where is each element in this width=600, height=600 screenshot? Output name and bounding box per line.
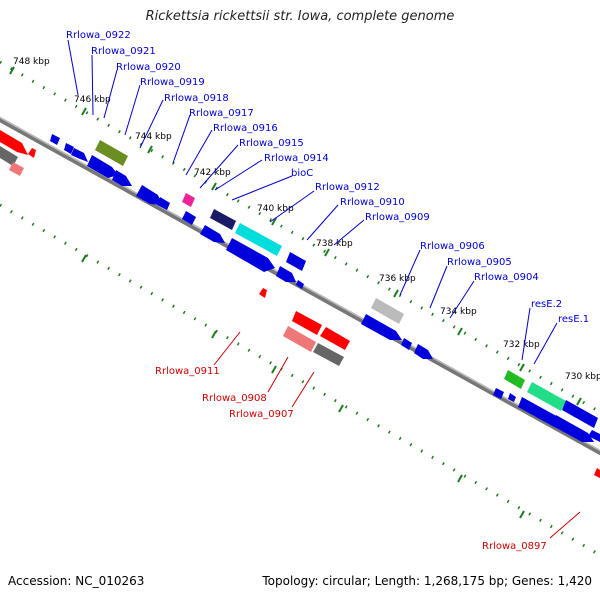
gene-rese2b[interactable]	[516, 377, 525, 389]
gene-left-pink[interactable]	[9, 162, 24, 176]
gene-rrlowa-0900[interactable]	[518, 397, 560, 428]
gene-rese1[interactable]	[527, 382, 566, 411]
kbp-label: 736 kbp	[379, 274, 416, 284]
gene-label[interactable]: Rrlowa_0904	[474, 272, 539, 283]
forward-gene-labels: Rrlowa_0922 Rrlowa_0921 Rrlowa_0920 Rrlo…	[66, 30, 589, 325]
gene-label[interactable]: bioC	[291, 168, 313, 179]
reverse-gene-labels: Rrlowa_0911 Rrlowa_0908 Rrlowa_0907 Rrlo…	[155, 366, 547, 552]
gene-rrlowa-0904[interactable]	[401, 338, 412, 350]
gene-label[interactable]: Rrlowa_0910	[340, 197, 405, 208]
gene-label[interactable]: Rrlowa_0916	[213, 123, 278, 134]
gene-rrlowa-0908[interactable]	[283, 326, 316, 352]
gene-rrlowa-0918[interactable]	[87, 155, 118, 178]
kbp-label: 732 kbp	[503, 340, 540, 350]
kbp-label: 742 kbp	[194, 168, 231, 178]
gene-rrlowa-0916[interactable]	[136, 185, 162, 205]
gene-rrlowa-0897[interactable]	[594, 468, 600, 478]
major-ticks-inner	[81, 254, 525, 519]
kbp-label: 734 kbp	[440, 307, 477, 317]
gene-rrlowa-0909[interactable]	[276, 266, 296, 282]
gene-rrlowa-0920[interactable]	[71, 148, 88, 162]
gene-label[interactable]: Rrlowa_0908	[202, 393, 267, 404]
gene-rrlowa-0904b[interactable]	[414, 344, 433, 359]
gene-label[interactable]: Rrlowa_0917	[189, 108, 254, 119]
kbp-label: 740 kbp	[257, 204, 294, 214]
gene-label[interactable]: resE.1	[558, 314, 589, 325]
gene-rrlowa-0921[interactable]	[64, 143, 74, 154]
gene-rrlowa-0898[interactable]	[551, 415, 594, 442]
gene-rrlowa-0906[interactable]	[371, 298, 404, 324]
kbp-label: 748 kbp	[13, 57, 50, 67]
forward-genes	[50, 134, 600, 442]
gene-rrlowa-0901[interactable]	[508, 393, 516, 402]
gene-label[interactable]: Rrlowa_0914	[264, 153, 329, 164]
gene-rrlowa-0922[interactable]	[50, 134, 60, 145]
reverse-genes	[0, 130, 600, 478]
page-title: Rickettsia rickettsii str. Iowa, complet…	[145, 9, 455, 24]
scale-labels: 748 kbp 746 kbp 744 kbp 742 kbp 740 kbp …	[13, 57, 600, 382]
kbp-label: 730 kbp	[565, 372, 600, 382]
gene-label[interactable]: Rrlowa_0905	[447, 257, 512, 268]
gene-rrlowa-0902[interactable]	[493, 388, 504, 399]
gene-label[interactable]: Rrlowa_0906	[420, 241, 485, 252]
gene-rese2[interactable]	[504, 370, 520, 386]
gene-left-gray[interactable]	[0, 146, 18, 166]
gene-label[interactable]: Rrlowa_0911	[155, 366, 220, 377]
gene-rrlowa-0912b[interactable]	[226, 238, 275, 272]
gene-label[interactable]: Rrlowa_0920	[116, 62, 181, 73]
reverse-label-leaders	[213, 331, 581, 539]
gene-rrlowa-0905[interactable]	[361, 314, 402, 340]
gene-label[interactable]: Rrlowa_0919	[140, 77, 205, 88]
kbp-label: 744 kbp	[135, 132, 172, 142]
gene-label[interactable]: Rrlowa_0915	[239, 138, 304, 149]
outer-scale-line	[0, 60, 600, 414]
forward-label-leaders	[67, 39, 558, 365]
gene-label[interactable]: Rrlowa_0909	[365, 212, 430, 223]
gene-rrlowa-0912a[interactable]	[200, 225, 225, 243]
gene-rrlowa-0911c[interactable]	[320, 327, 350, 350]
gene-rrlowa-0911b[interactable]	[292, 311, 322, 335]
gene-label[interactable]: Rrlowa_0921	[91, 46, 156, 57]
major-ticks-outer	[9, 66, 582, 406]
gene-label[interactable]: Rrlowa_0918	[164, 93, 229, 104]
accession-text: Accession: NC_010263	[8, 574, 145, 588]
gene-rrlowa-0915[interactable]	[157, 197, 170, 210]
gene-rrlowa-0917[interactable]	[112, 170, 132, 186]
gene-rrlowa-0907[interactable]	[313, 343, 344, 366]
gene-rrlowa-0899[interactable]	[562, 400, 598, 428]
gene-label[interactable]: Rrlowa_0922	[66, 30, 131, 41]
gene-small-red[interactable]	[28, 148, 36, 158]
gene-rrlowa-0914[interactable]	[210, 209, 236, 230]
gene-bioc[interactable]	[182, 193, 195, 207]
gene-rrlowa-0912[interactable]	[235, 223, 282, 256]
gene-rrlowa-0910[interactable]	[286, 252, 306, 271]
gene-rrlowa-0911[interactable]	[259, 288, 267, 298]
gene-rrlowa-0913[interactable]	[182, 211, 196, 225]
gene-rrlowa-0919[interactable]	[95, 140, 128, 166]
gene-label[interactable]: Rrlowa_0907	[229, 409, 294, 420]
gene-label[interactable]: Rrlowa_0912	[315, 182, 380, 193]
genome-summary: Topology: circular; Length: 1,268,175 bp…	[262, 574, 592, 588]
gene-left-red[interactable]	[0, 130, 28, 155]
gene-label[interactable]: Rrlowa_0897	[482, 541, 547, 552]
gene-rrlowa-0898b[interactable]	[588, 430, 600, 442]
gene-rrlowa-0909b[interactable]	[296, 280, 304, 289]
gene-label[interactable]: resE.2	[531, 299, 562, 310]
